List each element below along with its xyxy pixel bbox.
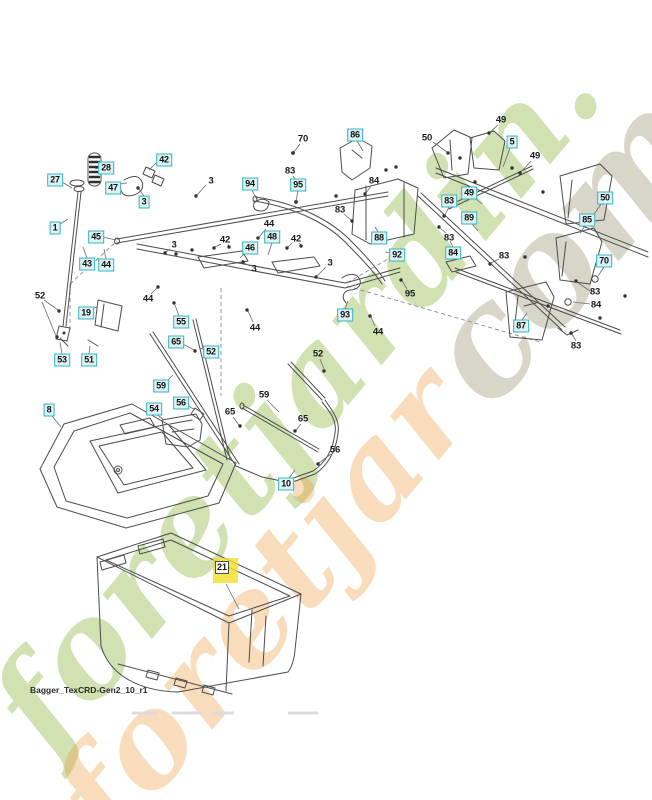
part-label-50: 50	[421, 132, 433, 144]
part-label-8[interactable]: 8	[43, 403, 55, 417]
part-label-46[interactable]: 46	[242, 241, 258, 255]
part-label-56: 56	[329, 444, 341, 456]
part-label-65: 65	[297, 413, 309, 425]
part-label-83: 83	[443, 232, 455, 244]
part-label-3: 3	[208, 175, 214, 187]
part-label-88[interactable]: 88	[371, 231, 387, 245]
part-label-42: 42	[290, 233, 302, 245]
part-label-51[interactable]: 51	[81, 353, 97, 367]
drawing-caption: Bagger_TexCRD-Gen2_10_r1	[30, 685, 148, 695]
selected-part-highlight[interactable]: 21	[213, 558, 238, 583]
part-label-5[interactable]: 5	[506, 135, 518, 149]
part-label-3: 3	[327, 257, 333, 269]
part-label-50[interactable]: 50	[597, 191, 613, 205]
part-label-92[interactable]: 92	[389, 248, 405, 262]
part-label-83[interactable]: 83	[441, 194, 457, 208]
part-label-65: 65	[224, 406, 236, 418]
part-label-86[interactable]: 86	[347, 128, 363, 142]
part-label-52: 52	[34, 290, 46, 302]
part-label-53[interactable]: 53	[54, 353, 70, 367]
part-label-49: 49	[495, 114, 507, 126]
part-label-28[interactable]: 28	[98, 161, 114, 175]
part-label-94[interactable]: 94	[242, 177, 258, 191]
part-label-55[interactable]: 55	[173, 315, 189, 329]
part-label-59: 59	[258, 389, 270, 401]
part-label-93[interactable]: 93	[337, 308, 353, 322]
spring-coils	[89, 155, 100, 184]
part-label-42[interactable]: 42	[156, 153, 172, 167]
line-art	[39, 129, 649, 696]
part-label-52[interactable]: 52	[203, 345, 219, 359]
part-label-42: 42	[219, 234, 231, 246]
part-label-70[interactable]: 70	[596, 254, 612, 268]
part-label-3: 3	[171, 239, 177, 251]
part-label-44: 44	[142, 293, 154, 305]
part-label-83: 83	[334, 204, 346, 216]
part-label-10[interactable]: 10	[278, 477, 294, 491]
part-label-1[interactable]: 1	[49, 221, 61, 235]
part-label-44: 44	[263, 218, 275, 230]
part-label-70: 70	[297, 133, 309, 145]
part-label-44[interactable]: 44	[98, 258, 114, 272]
part-label-47[interactable]: 47	[105, 181, 121, 195]
part-label-21-selected[interactable]: 21	[215, 561, 230, 574]
part-label-59[interactable]: 59	[153, 379, 169, 393]
part-label-89[interactable]: 89	[461, 211, 477, 225]
part-label-43[interactable]: 43	[79, 257, 95, 271]
part-label-87[interactable]: 87	[513, 319, 529, 333]
part-label-95: 95	[404, 288, 416, 300]
part-label-56[interactable]: 56	[173, 396, 189, 410]
part-label-45[interactable]: 45	[88, 230, 104, 244]
part-label-54[interactable]: 54	[146, 402, 162, 416]
part-label-83: 83	[498, 250, 510, 262]
fastener-dots	[55, 131, 627, 466]
part-label-19[interactable]: 19	[78, 306, 94, 320]
part-label-49: 49	[529, 150, 541, 162]
part-label-95[interactable]: 95	[290, 178, 306, 192]
part-label-84: 84	[590, 299, 602, 311]
part-label-84[interactable]: 84	[445, 246, 461, 260]
part-label-65[interactable]: 65	[168, 335, 184, 349]
part-label-48[interactable]: 48	[264, 230, 280, 244]
part-label-3: 3	[251, 263, 257, 275]
part-label-44: 44	[249, 322, 261, 334]
part-label-84: 84	[368, 175, 380, 187]
part-label-85[interactable]: 85	[579, 213, 595, 227]
part-label-83: 83	[589, 286, 601, 298]
part-label-52: 52	[312, 348, 324, 360]
part-label-3[interactable]: 3	[138, 195, 150, 209]
part-label-27[interactable]: 27	[47, 173, 63, 187]
part-label-49[interactable]: 49	[461, 186, 477, 200]
part-label-44: 44	[372, 326, 384, 338]
part-label-83: 83	[284, 165, 296, 177]
part-label-83: 83	[570, 340, 582, 352]
